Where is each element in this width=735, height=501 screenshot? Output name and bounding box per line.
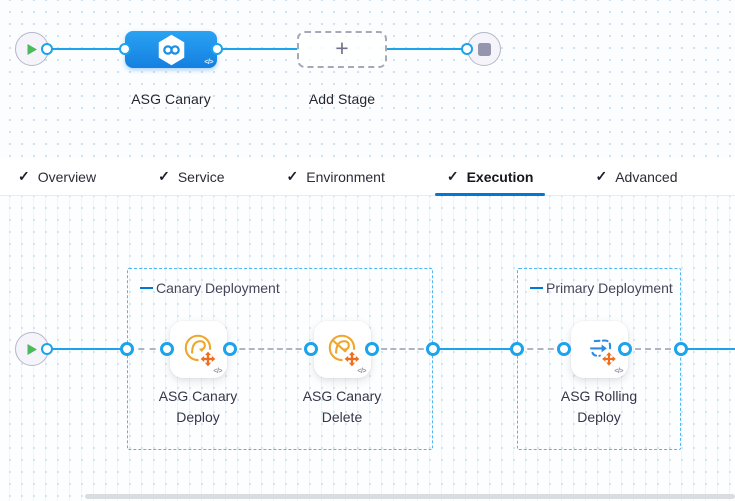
- connector-line: [50, 48, 127, 50]
- collapse-dash-icon[interactable]: [530, 287, 543, 289]
- add-stage-label: Add Stage: [308, 91, 376, 107]
- group-title: Primary Deployment: [546, 280, 673, 296]
- stage-graph-canvas[interactable]: </> ASG Canary + Add Stage: [0, 0, 735, 158]
- yaml-indicator: </>: [204, 59, 213, 66]
- plus-icon: +: [335, 35, 349, 61]
- connector-line: [433, 348, 517, 350]
- step-label: ASG Canary Deploy: [158, 388, 238, 425]
- step-group-canary-deployment[interactable]: [127, 268, 433, 450]
- tab-environment[interactable]: ✓ Environment: [275, 158, 397, 195]
- stage-node-asg-canary[interactable]: </>: [125, 31, 217, 68]
- end-node-in-port: [461, 43, 473, 55]
- stage-in-port: [119, 43, 131, 55]
- execution-start-node[interactable]: [15, 332, 49, 366]
- link-node[interactable]: [365, 342, 379, 356]
- step-asg-canary-deploy[interactable]: </>: [170, 321, 227, 378]
- group-title: Canary Deployment: [156, 280, 280, 296]
- yaml-indicator: </>: [213, 368, 222, 375]
- connector-line: [50, 348, 127, 350]
- link-node[interactable]: [618, 342, 632, 356]
- dashed-connector: [372, 348, 433, 350]
- active-tab-underline: [434, 193, 546, 196]
- canary-delete-icon: [328, 334, 361, 368]
- check-icon: ✓: [158, 168, 170, 184]
- execution-graph-canvas[interactable]: Canary Deployment Primary Deployment: [0, 196, 735, 501]
- step-label: ASG Rolling Deploy: [560, 388, 638, 425]
- tab-service[interactable]: ✓ Service: [146, 158, 236, 195]
- yaml-indicator: </>: [357, 368, 366, 375]
- start-node-out-port: [41, 343, 53, 355]
- dashed-connector: [625, 348, 681, 350]
- check-icon: ✓: [18, 168, 30, 184]
- connector-line: [681, 348, 735, 350]
- tab-label: Service: [177, 168, 225, 185]
- asg-hexagon-infinity-icon: [158, 34, 184, 65]
- stage-label: ASG Canary: [131, 91, 211, 107]
- check-icon: ✓: [446, 168, 459, 184]
- dashed-connector: [517, 348, 564, 350]
- tab-overview[interactable]: ✓ Overview: [6, 158, 108, 195]
- tab-execution[interactable]: ✓ Execution: [434, 158, 546, 196]
- play-icon: [27, 343, 37, 355]
- step-group-primary-deployment[interactable]: [517, 268, 681, 450]
- group-label-primary-deployment: Primary Deployment: [530, 280, 673, 296]
- rolling-deploy-icon: [589, 338, 618, 368]
- tab-label: Environment: [306, 168, 385, 185]
- link-node[interactable]: [160, 342, 174, 356]
- play-icon: [27, 43, 37, 55]
- tab-label: Advanced: [615, 168, 678, 185]
- stage-config-tabbar: ✓ Overview ✓ Service ✓ Environment ✓ Exe…: [0, 158, 735, 196]
- link-node[interactable]: [674, 342, 688, 356]
- tab-label: Execution: [466, 168, 534, 185]
- start-node-out-port: [41, 43, 53, 55]
- tab-label: Overview: [37, 168, 97, 185]
- connector-line: [385, 48, 467, 50]
- check-icon: ✓: [286, 168, 299, 184]
- check-icon: ✓: [595, 168, 608, 184]
- connector-line: [215, 48, 299, 50]
- link-node[interactable]: [426, 342, 440, 356]
- link-node[interactable]: [557, 342, 571, 356]
- yaml-indicator: </>: [614, 368, 623, 375]
- tab-advanced[interactable]: ✓ Advanced: [583, 158, 689, 195]
- link-node[interactable]: [120, 342, 134, 356]
- dashed-connector: [127, 348, 167, 350]
- canary-deploy-icon: [184, 334, 217, 368]
- link-node[interactable]: [304, 342, 318, 356]
- step-asg-canary-delete[interactable]: </>: [314, 321, 371, 378]
- step-label: ASG Canary Delete: [302, 388, 382, 425]
- add-stage-button[interactable]: +: [297, 31, 387, 68]
- stop-icon: [477, 42, 491, 56]
- collapse-dash-icon[interactable]: [140, 287, 153, 289]
- link-node[interactable]: [223, 342, 237, 356]
- horizontal-scrollbar[interactable]: [85, 494, 735, 499]
- group-label-canary-deployment: Canary Deployment: [140, 280, 280, 296]
- stage-out-port: [211, 43, 223, 55]
- link-node[interactable]: [510, 342, 524, 356]
- dashed-connector: [230, 348, 311, 350]
